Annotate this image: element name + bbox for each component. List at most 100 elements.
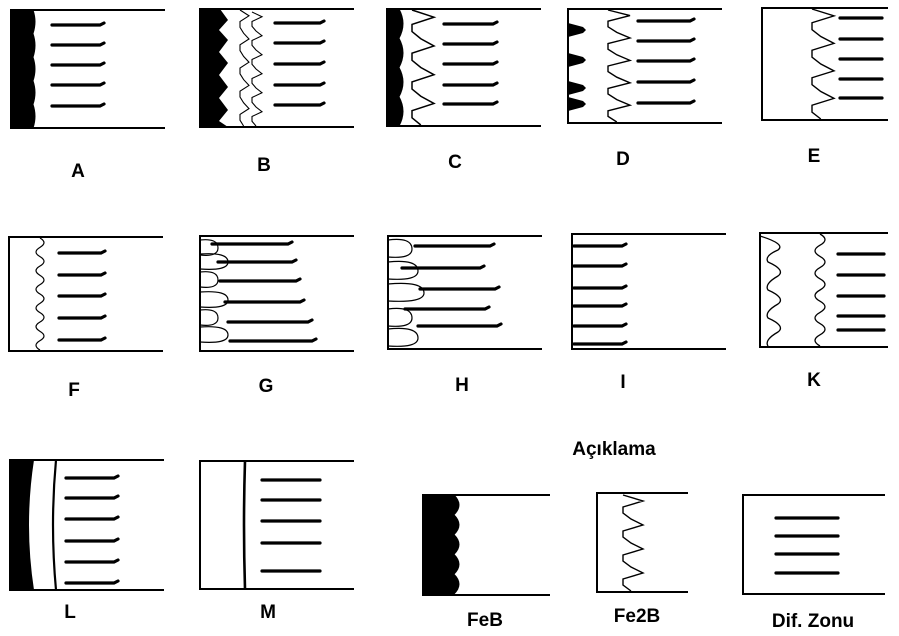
panel-a-feb-layer [10,9,36,129]
panel-l-feb-layer [10,460,34,590]
panel-g-fe2b-blob [199,309,219,326]
panel-b-feb-layer [200,9,228,127]
panel-g-diffusion-bar [216,258,298,264]
panel-f-fe2b-layer [35,237,45,351]
panel-d-feb-island [568,53,586,67]
panel-label-d: D [616,149,630,170]
panel-label-e: E [807,146,821,167]
panel-h-fe2b-blob [387,238,413,258]
panel-i-diffusion-bar [572,242,628,248]
panel-label-k: K [807,370,821,391]
panel-f-diffusion-bar [57,336,107,342]
legend-dif-frame [742,494,885,595]
panel-a-diffusion-bar [50,81,106,87]
panel-c-fe2b-layer [411,9,437,126]
panel-a-diffusion-bar [50,102,106,108]
panel-e-fe2b-layer [811,8,837,120]
panel-i-frame [571,233,726,350]
panel-label-m: M [260,602,276,623]
panel-g-fe2b-blob [199,326,229,343]
panel-h-fe2b-blob [387,327,419,347]
legend-label-fe2b: Fe2B [613,606,661,627]
panel-d-feb-island [568,97,586,111]
panel-label-a: A [71,161,85,182]
panel-d-diffusion-bar [636,57,696,63]
panel-h-diffusion-bar [413,242,496,248]
panel-i-diffusion-bar [572,322,628,328]
panel-h-fe2b-blob [387,282,425,302]
panel-l-diffusion-bar [64,579,120,585]
panel-c-frame [386,8,541,127]
panel-d-frame [567,8,722,124]
panel-label-g: G [258,376,274,397]
panel-h-diffusion-bar [403,305,491,311]
legend-fe2b-swatch [622,494,646,592]
panel-l-diffusion-bar [64,515,120,521]
panel-a-diffusion-bar [50,61,106,67]
panel-c-feb-layer [386,8,404,127]
panel-c-diffusion-bar [442,40,499,46]
panel-l-diffusion-bar [64,494,120,500]
legend-title: Açıklama [572,439,656,460]
panel-d-diffusion-bar [636,17,696,23]
panel-i-diffusion-bar [572,262,628,268]
panel-c-diffusion-bar [442,81,499,87]
panel-c-diffusion-bar [442,20,499,26]
panel-b-diffusion-bar [273,101,326,107]
panel-f-frame [8,236,163,352]
panel-g-diffusion-bar [223,298,306,304]
panel-k-fe2b-layer [759,235,782,347]
panel-h-diffusion-bar [418,285,501,291]
panel-label-l: L [64,602,76,623]
panel-b-diffusion-bar [273,19,326,25]
panel-h-diffusion-bar [416,322,503,328]
panel-b-diffusion-bar [273,81,326,87]
panel-a-diffusion-bar [50,21,106,27]
legend-label-dif-zonu: Dif. Zonu [771,611,855,632]
panel-g-frame [199,235,354,352]
panel-e-frame [761,7,888,121]
panel-i-diffusion-bar [572,302,628,308]
panel-k-frame [759,232,888,348]
panel-i-diffusion-bar [572,340,628,346]
panel-k-fe2b-layer-2 [814,233,826,347]
panel-f-diffusion-bar [57,314,107,320]
panel-h-fe2b-blob [387,307,413,327]
panel-c-diffusion-bar [442,60,499,66]
panel-l-diffusion-bar [64,558,120,564]
panel-f-diffusion-bar [57,249,107,255]
panel-d-feb-island [568,23,586,37]
panel-g-diffusion-bar [226,318,314,324]
legend-fe2b-frame [596,492,688,593]
panel-b-diffusion-bar [273,60,326,66]
panel-m-fe2b-layer [242,460,247,590]
panel-b-fe2b-layer-2 [251,11,264,127]
panel-i-diffusion-bar [572,284,628,290]
panel-f-diffusion-bar [57,292,107,298]
panel-h-frame [387,235,542,350]
panel-g-diffusion-bar [210,240,294,246]
panel-g-fe2b-blob [199,291,229,308]
panel-d-diffusion-bar [636,99,696,105]
panel-g-diffusion-bar [228,337,318,343]
panel-d-diffusion-bar [636,78,696,84]
panel-d-feb-island [568,81,586,95]
panel-m-frame [199,460,354,590]
panel-label-c: C [448,152,462,173]
panel-g-diffusion-bar [218,277,302,283]
legend-feb-swatch [422,494,460,595]
panel-f-diffusion-bar [57,271,107,277]
panel-label-f: F [68,380,80,401]
panel-l-fe2b-layer [51,459,58,591]
legend-label-feb: FeB [467,610,503,631]
panel-g-fe2b-blob [199,239,219,256]
panel-label-b: B [257,155,271,176]
panel-a-diffusion-bar [50,41,106,47]
panel-label-h: H [455,375,469,396]
panel-h-diffusion-bar [400,264,486,270]
panel-b-fe2b-layer [239,9,251,127]
panel-g-fe2b-blob [199,271,219,288]
panel-d-diffusion-bar [636,37,696,43]
